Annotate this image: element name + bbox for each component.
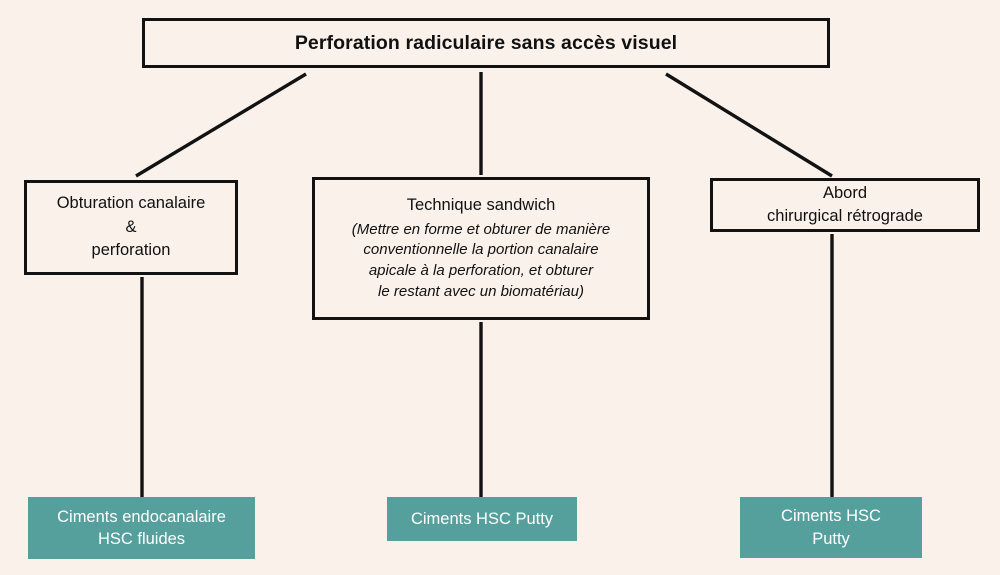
branch-left-line-2: &: [125, 217, 137, 236]
result-box-ciments-hsc-putty-right: Ciments HSC Putty: [740, 497, 922, 558]
result-box-ciments-endocanalaire-hsc-fluides: Ciments endocanalaire HSC fluides: [28, 497, 255, 559]
branch-box-technique-sandwich: Technique sandwich (Mettre en forme et o…: [312, 177, 650, 320]
branch-middle-note-line-1: (Mettre en forme et obturer de manière: [351, 220, 611, 238]
branch-middle-note: (Mettre en forme et obturer de manière c…: [352, 220, 610, 303]
branch-box-obturation: Obturation canalaire & perforation: [24, 180, 238, 275]
connector-title-to-left: [135, 72, 307, 178]
result-right-line-1: Ciments HSC: [781, 507, 881, 526]
branch-right-line-2: chirurgical rétrograde: [767, 207, 923, 225]
branch-middle-note-line-4: le restant avec un biomatériau): [378, 282, 584, 300]
diagram-title-box: Perforation radiculaire sans accès visue…: [142, 18, 830, 68]
branch-left-line-3: perforation: [91, 241, 171, 260]
branch-middle-note-line-2: conventionnelle la portion canalaire: [363, 241, 599, 259]
result-right-line-2: Putty: [812, 529, 850, 548]
result-left-line-1: Ciments endocanalaire: [57, 507, 226, 526]
branch-left-line-1: Obturation canalaire: [56, 194, 206, 213]
branch-middle-note-line-3: apicale à la perforation, et obturer: [368, 262, 594, 280]
result-box-ciments-hsc-putty-middle: Ciments HSC Putty: [387, 497, 577, 541]
connector-title-to-right: [665, 72, 833, 178]
branch-box-abord-chirurgical: Abord chirurgical rétrograde: [710, 178, 980, 232]
diagram-title-text: Perforation radiculaire sans accès visue…: [294, 31, 678, 54]
branch-middle-heading: Technique sandwich: [406, 196, 556, 215]
result-middle-line-1: Ciments HSC Putty: [410, 509, 554, 528]
result-left-line-2: HSC fluides: [97, 530, 186, 548]
branch-right-line-1: Abord: [822, 183, 868, 202]
